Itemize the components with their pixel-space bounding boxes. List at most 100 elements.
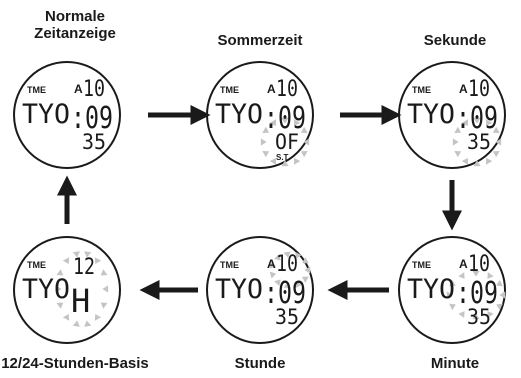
caption-seconds: Sekunde [423, 32, 487, 49]
date-value: 10 [276, 252, 298, 277]
seconds-value: 35 [82, 130, 106, 154]
mode-label: TME [412, 260, 431, 270]
blink-triangle [458, 311, 465, 318]
blink-triangle [94, 257, 102, 265]
alarm-indicator: A [267, 82, 276, 96]
blink-triangle [487, 311, 494, 318]
blink-triangle [449, 279, 456, 287]
seconds-value: 35 [467, 130, 491, 154]
date-value: 10 [468, 77, 490, 102]
blink-triangle [283, 251, 291, 258]
alarm-indicator: A [459, 257, 468, 271]
blink-triangle [100, 302, 108, 309]
blink-triangle [446, 291, 453, 299]
blink-triangle [293, 119, 301, 127]
blink-triangle [56, 302, 64, 309]
caption-summer: Sommerzeit [217, 32, 303, 49]
blink-triangle [293, 157, 301, 165]
dst-value: OF [275, 130, 299, 154]
blink-triangle [472, 313, 480, 320]
blink-triangle [487, 272, 494, 279]
blink-triangle [62, 313, 70, 321]
minute-value: :09 [456, 276, 498, 311]
minute-value: :09 [71, 101, 113, 136]
flow-arrows [57, 105, 462, 300]
mode-label: TME [220, 85, 239, 95]
blink-triangle [269, 261, 277, 269]
blink-triangle [473, 160, 481, 167]
caption-normal: Normale Zeitanzeige [34, 8, 116, 42]
blink-triangle [454, 150, 462, 158]
minute-value: :09 [456, 101, 498, 136]
alarm-indicator: A [459, 82, 468, 96]
blink-triangle [295, 281, 302, 289]
blink-triangle [485, 157, 493, 165]
blink-indicator [260, 117, 310, 167]
date-value: 10 [83, 77, 105, 102]
blink-triangle [262, 150, 270, 158]
blink-triangle [302, 276, 309, 283]
blink-triangle [269, 271, 277, 279]
blink-indicator [446, 270, 506, 320]
blink-triangle [303, 138, 310, 146]
blink-triangle [495, 138, 502, 146]
watch-face [398, 236, 506, 344]
caption-minute: Minute [430, 355, 480, 372]
blink-triangle [283, 282, 291, 289]
blink-triangle [62, 257, 70, 265]
blink-triangle [55, 285, 62, 293]
mode-label: TME [27, 85, 46, 95]
blink-triangle [269, 157, 277, 165]
minute-value: :09 [264, 101, 306, 136]
blink-triangle [84, 320, 92, 327]
city-code: TYO [22, 99, 70, 130]
blink-triangle [492, 150, 500, 158]
dst-label: S.T. [276, 153, 290, 162]
blink-triangle [72, 251, 80, 258]
blink-triangle [485, 119, 493, 127]
blink-triangle [458, 272, 465, 279]
alarm-indicator: A [267, 257, 276, 271]
format-unit: H [71, 282, 90, 320]
mode-label: TME [412, 85, 431, 95]
date-value: 10 [468, 252, 490, 277]
blink-triangle [452, 138, 459, 146]
seconds-value: 35 [275, 305, 299, 329]
blink-triangle [260, 138, 267, 146]
format-value: 12 [73, 255, 95, 280]
blink-triangle [492, 126, 500, 134]
watch-face [206, 236, 314, 344]
blink-triangle [302, 257, 309, 264]
blink-indicator [452, 117, 502, 167]
blink-triangle [274, 253, 281, 261]
blink-triangle [295, 251, 302, 259]
blink-triangle [454, 126, 462, 134]
blink-indicator [55, 251, 109, 327]
blink-triangle [84, 251, 92, 258]
blink-triangle [496, 279, 503, 287]
date-value: 10 [276, 77, 298, 102]
blink-triangle [262, 126, 270, 134]
blink-triangle [461, 119, 469, 127]
seconds-value: 35 [467, 305, 491, 329]
blink-triangle [100, 269, 108, 276]
blink-triangle [94, 313, 102, 321]
blink-triangle [449, 303, 456, 311]
blink-triangle [72, 320, 80, 327]
blink-triangle [472, 270, 480, 277]
blink-triangle [281, 117, 289, 124]
blink-triangle [269, 119, 277, 127]
mode-label: TME [220, 260, 239, 270]
city-code: TYO [407, 99, 455, 130]
blink-triangle [304, 266, 311, 274]
blink-triangle [461, 157, 469, 165]
city-code: TYO [407, 274, 455, 305]
mode-label: TME [27, 260, 46, 270]
blink-triangle [473, 117, 481, 124]
